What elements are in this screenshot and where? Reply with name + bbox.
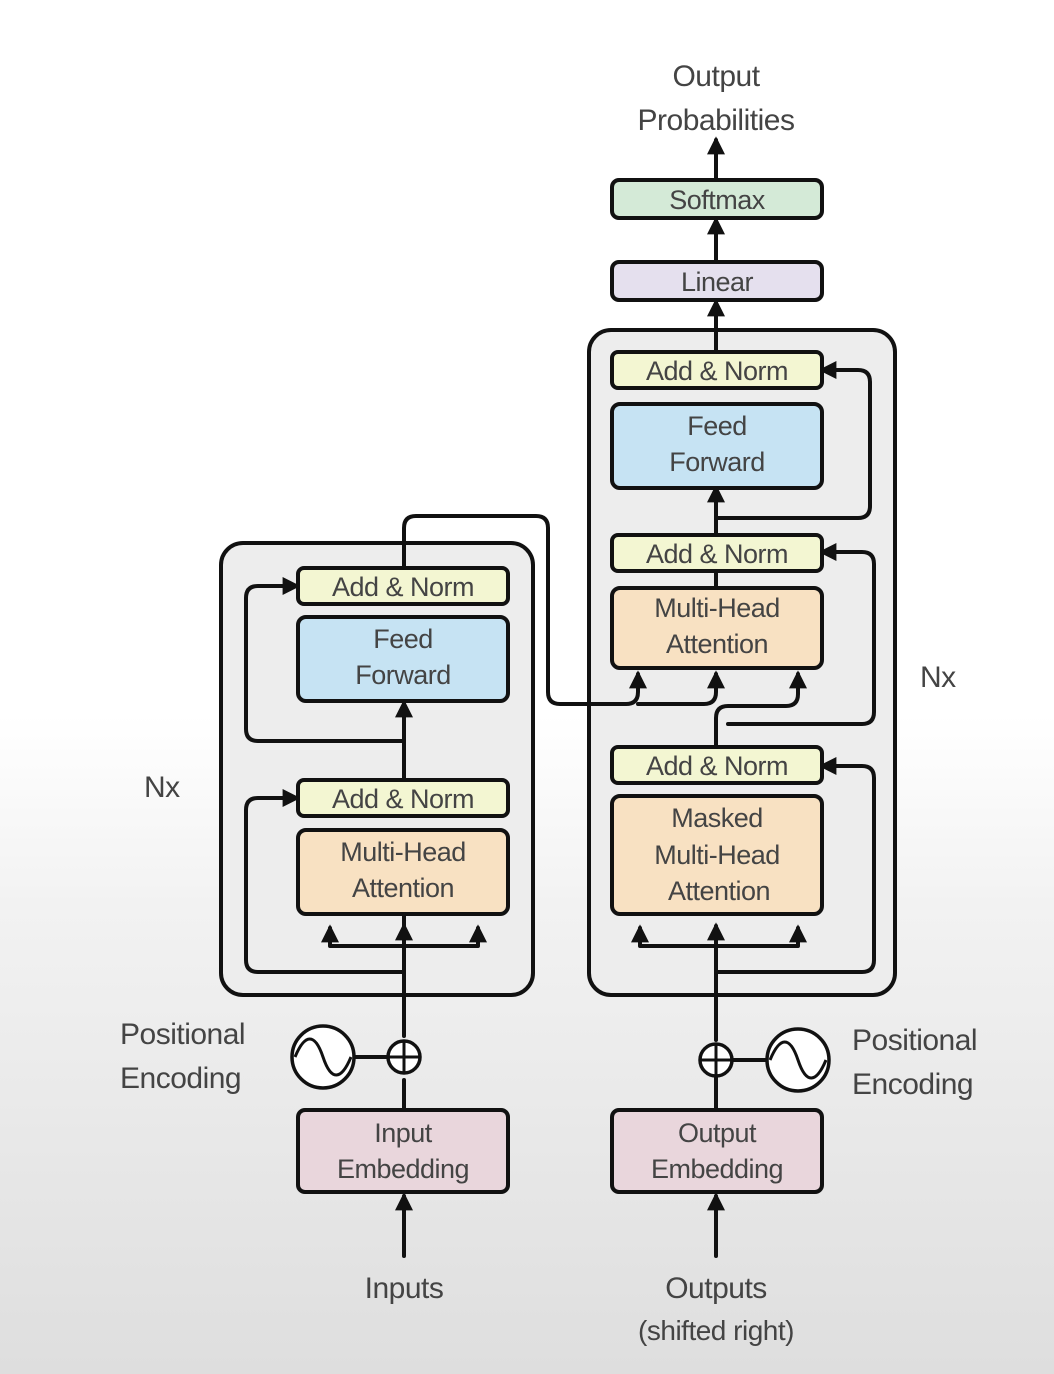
decoder-add-norm-top: Add & Norm: [610, 350, 824, 390]
decoder-feed-forward-line2: Forward: [669, 447, 765, 477]
linear-label: Linear: [681, 267, 754, 297]
encoder-stack: [219, 541, 535, 997]
output-embedding-block: Output Embedding: [610, 1108, 824, 1194]
decoder-add-norm-mid-label: Add & Norm: [646, 539, 788, 569]
output-probabilities-label-line2: Probabilities: [638, 104, 795, 137]
output-probabilities-label-line1: Output: [672, 60, 760, 93]
encoder-add-circle: [386, 1039, 422, 1075]
decoder-add-norm-bottom-label: Add & Norm: [646, 751, 788, 781]
decoder-add-norm-bottom: Add & Norm: [610, 745, 824, 785]
softmax-block: Softmax: [610, 178, 824, 220]
decoder-sine-wave-icon: [765, 1027, 831, 1093]
decoder-positional-label-line1: Positional: [852, 1024, 977, 1057]
encoder-attention: Multi-Head Attention: [296, 828, 510, 916]
decoder-add-norm-top-label: Add & Norm: [646, 356, 788, 386]
decoder-input-label-line2: (shifted right): [638, 1315, 794, 1346]
decoder-masked-attention: Masked Multi-Head Attention: [610, 794, 824, 916]
decoder-repeat-label: Nx: [920, 661, 956, 694]
decoder-input-label-line1: Outputs: [665, 1272, 767, 1305]
linear-block: Linear: [610, 260, 824, 302]
decoder-feed-forward: Feed Forward: [610, 402, 824, 490]
decoder-positional-label-line2: Encoding: [852, 1068, 973, 1101]
encoder-feed-forward-line2: Forward: [355, 660, 451, 690]
softmax-label: Softmax: [669, 185, 766, 215]
encoder-sine-wave-icon: [290, 1024, 356, 1090]
encoder-add-norm-bottom-label: Add & Norm: [332, 784, 474, 814]
decoder-masked-attention-line3: Attention: [668, 876, 770, 906]
input-embedding-block: Input Embedding: [296, 1108, 510, 1194]
encoder-positional-label-line1: Positional: [120, 1018, 245, 1051]
decoder-masked-attention-line1: Masked: [671, 803, 763, 833]
decoder-cross-attention-line1: Multi-Head: [654, 593, 780, 623]
decoder-add-norm-mid: Add & Norm: [610, 533, 824, 573]
decoder-add-circle: [698, 1042, 734, 1078]
encoder-positional-label-line2: Encoding: [120, 1062, 241, 1095]
output-embedding-line1: Output: [678, 1118, 757, 1148]
input-embedding-line2: Embedding: [337, 1154, 469, 1184]
decoder-feed-forward-line1: Feed: [687, 411, 747, 441]
encoder-add-norm-bottom: Add & Norm: [296, 778, 510, 818]
decoder-cross-attention-line2: Attention: [666, 629, 768, 659]
decoder-masked-attention-line2: Multi-Head: [654, 840, 780, 870]
encoder-repeat-label: Nx: [144, 771, 180, 804]
decoder-cross-attention: Multi-Head Attention: [610, 586, 824, 670]
encoder-add-norm-top: Add & Norm: [296, 566, 510, 606]
output-embedding-line2: Embedding: [651, 1154, 783, 1184]
encoder-input-label: Inputs: [365, 1272, 444, 1305]
input-embedding-line1: Input: [374, 1118, 433, 1148]
encoder-attention-line1: Multi-Head: [340, 837, 466, 867]
encoder-add-norm-top-label: Add & Norm: [332, 572, 474, 602]
encoder-feed-forward-line1: Feed: [373, 624, 433, 654]
encoder-feed-forward: Feed Forward: [296, 615, 510, 703]
encoder-attention-line2: Attention: [352, 873, 454, 903]
